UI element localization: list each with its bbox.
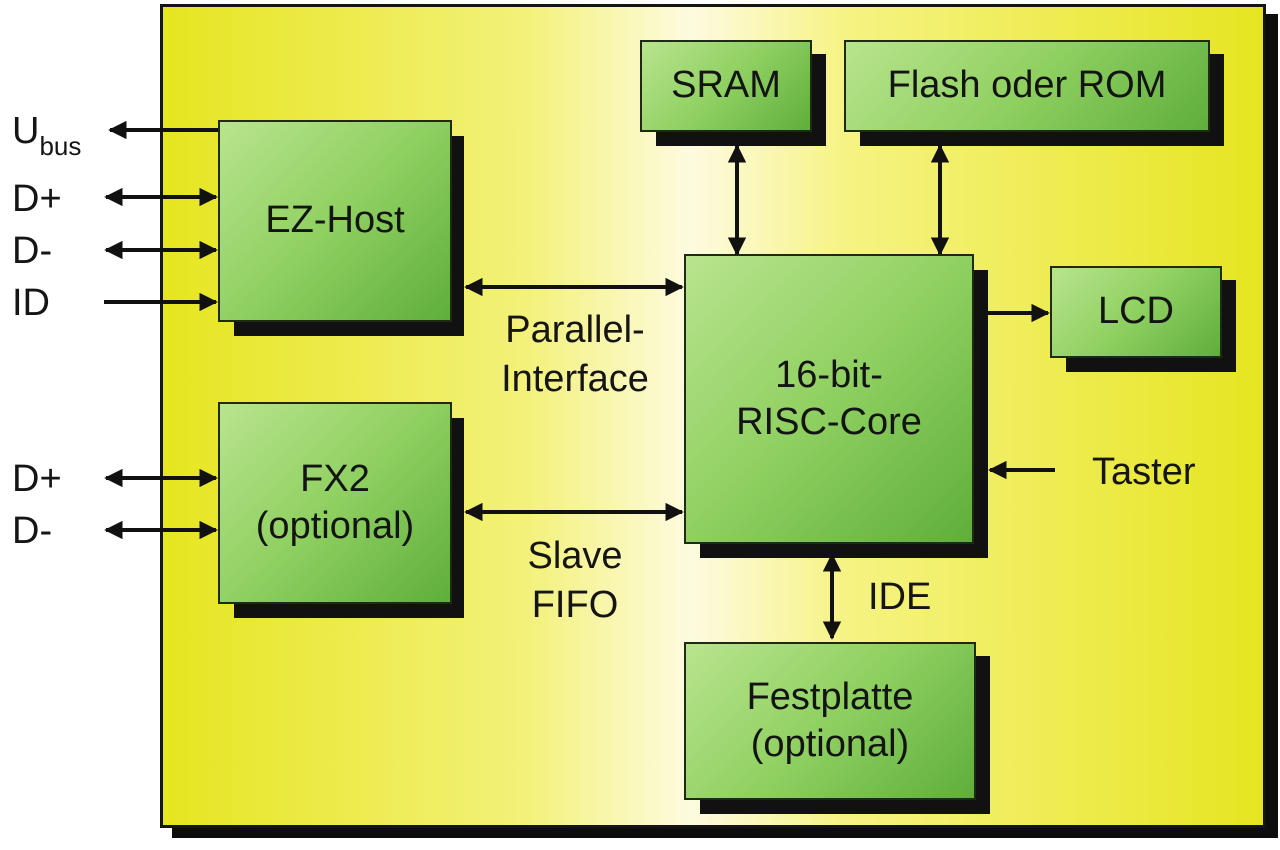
ubus-label: Ubus — [12, 110, 82, 161]
core-label-line2: RISC-Core — [736, 401, 922, 443]
ez-host-label: EZ-Host — [265, 199, 405, 242]
dminus2-label: D- — [12, 510, 53, 552]
risc-core-block: 16-bit- RISC-Core — [684, 254, 974, 544]
flash-rom-block: Flash oder ROM — [844, 40, 1210, 132]
fifo-label: FIFO — [531, 584, 619, 627]
ez-host-block: EZ-Host — [218, 120, 452, 322]
sram-block: SRAM — [640, 40, 812, 132]
fx2-optional-label: (optional) — [255, 505, 415, 547]
slave-label: Slave — [527, 535, 623, 577]
parallel-interface-label: Parallel- Interface — [476, 306, 674, 405]
festplatte-label: Festplatte — [746, 675, 914, 718]
dplus2-label: D+ — [12, 458, 62, 500]
festplatte-optional-label: (optional) — [750, 723, 910, 765]
taster-label: Taster — [1092, 451, 1196, 493]
ubus-subscript: bus — [39, 131, 82, 161]
fx2-label: FX2 — [300, 457, 370, 500]
slave-fifo-label: Slave FIFO — [476, 532, 674, 631]
parallel-label-line1: Parallel- — [505, 309, 645, 351]
ide-label: IDE — [868, 576, 932, 618]
fx2-block: FX2 (optional) — [218, 402, 452, 604]
id-label: ID — [12, 282, 50, 324]
lcd-block: LCD — [1050, 266, 1222, 358]
sram-label: SRAM — [671, 64, 781, 107]
festplatte-block: Festplatte (optional) — [684, 642, 976, 800]
core-label-line1: 16-bit- — [775, 353, 883, 396]
dminus-label: D- — [12, 230, 53, 272]
dplus-label: D+ — [12, 178, 62, 220]
flash-rom-label: Flash oder ROM — [887, 64, 1167, 107]
parallel-label-line2: Interface — [501, 358, 649, 401]
lcd-label: LCD — [1097, 290, 1175, 333]
